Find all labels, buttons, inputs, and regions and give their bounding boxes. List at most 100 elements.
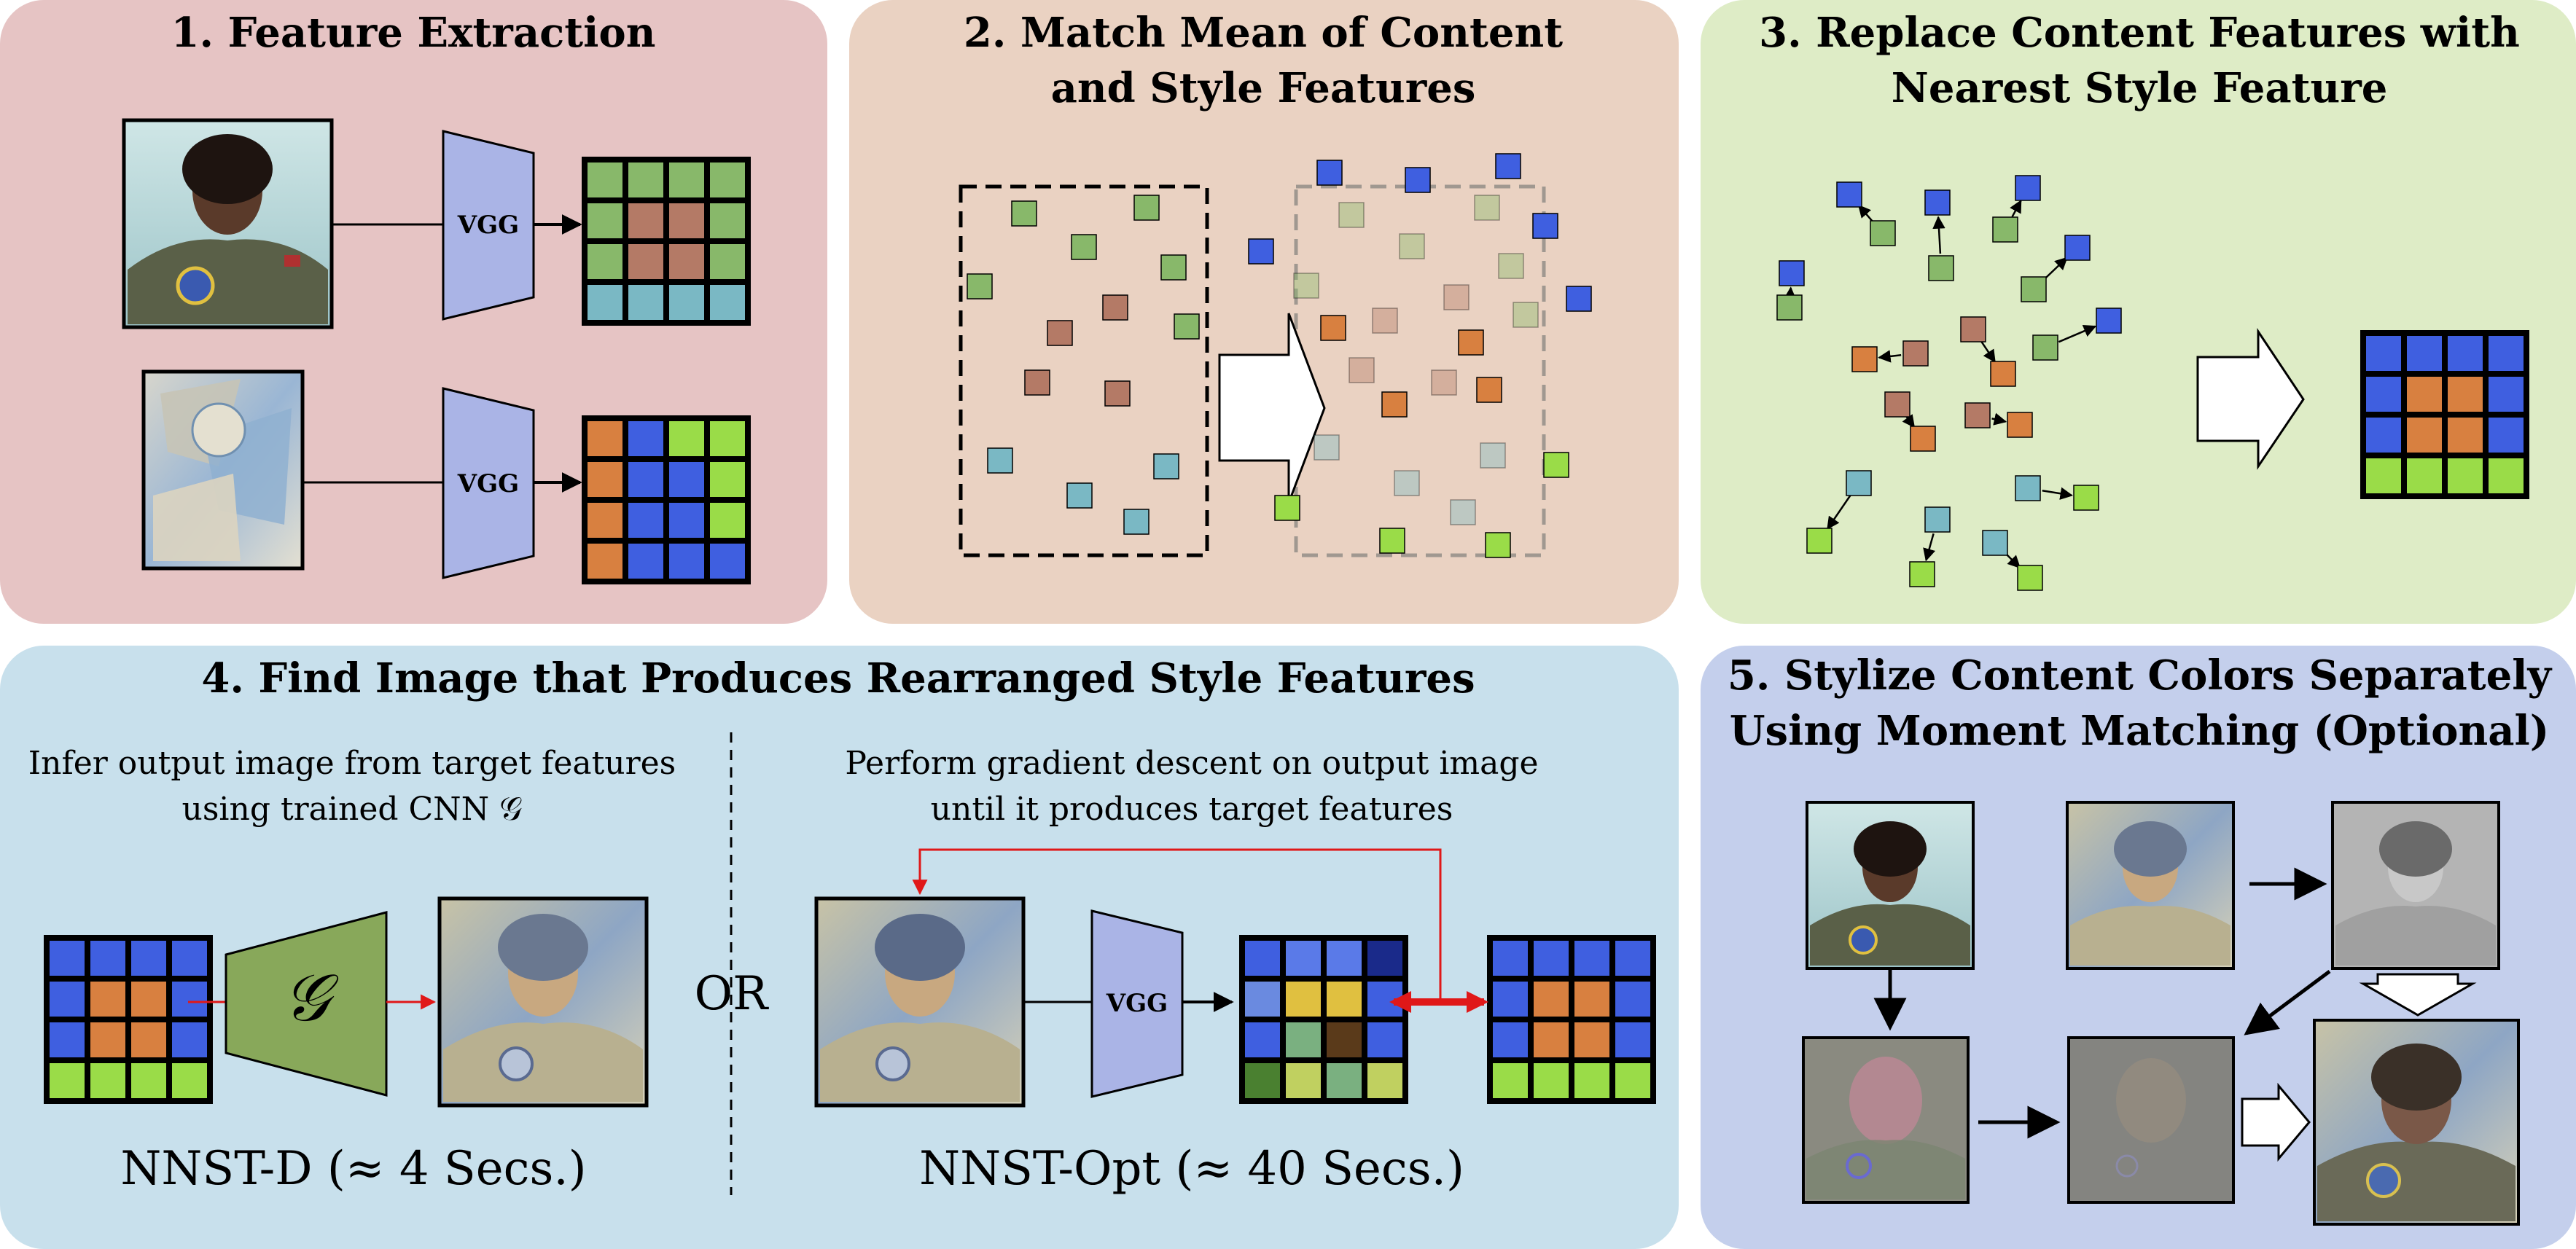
feature-square — [1394, 470, 1420, 496]
portrait-photo-icon — [122, 118, 334, 329]
feature-cell — [2407, 458, 2442, 493]
feature-cell — [710, 503, 745, 538]
vgg-block — [442, 130, 535, 321]
feature-cell — [1574, 1063, 1609, 1098]
feature-cell — [2407, 418, 2442, 453]
feature-cell — [1367, 1063, 1402, 1098]
process-arrow — [2359, 973, 2477, 1017]
feature-square — [1450, 499, 1476, 525]
feature-cell — [1286, 982, 1321, 1017]
feature-cell — [1574, 941, 1609, 976]
feature-cell — [588, 544, 622, 579]
nearest-match-arrow — [2010, 200, 2022, 218]
feature-cell — [1367, 941, 1402, 976]
generator-block — [225, 911, 388, 1097]
feature-cell — [710, 203, 745, 238]
feature-cell — [90, 1063, 125, 1098]
style-feature-square — [2015, 175, 2041, 201]
feature-cell — [131, 941, 166, 976]
style-feature-square — [1909, 561, 1935, 587]
feature-square — [1485, 532, 1511, 558]
feature-cell — [1615, 1063, 1650, 1098]
cubist-painting-icon — [141, 369, 305, 571]
feature-cell — [669, 462, 704, 497]
feature-cell — [628, 503, 663, 538]
style-feature-square — [1990, 361, 2016, 387]
feature-square — [1476, 377, 1502, 403]
vgg-block — [1090, 909, 1184, 1098]
content-feature-square — [1928, 255, 1954, 281]
panel-3-title-line-2: Nearest Style Feature — [1892, 64, 2388, 112]
style-feature-square — [2017, 565, 2043, 591]
feature-square — [1102, 294, 1128, 321]
feature-grid-style — [582, 415, 751, 584]
feature-cell — [2489, 458, 2524, 493]
feature-cell — [1534, 1063, 1569, 1098]
stylized-portrait-icon — [2066, 801, 2235, 970]
feature-cell — [588, 203, 622, 238]
feature-cell — [669, 421, 704, 456]
nearest-match-arrow — [1923, 533, 1936, 562]
feature-cell — [2407, 336, 2442, 371]
feature-cell — [588, 503, 622, 538]
content-color-layer-icon — [1802, 1036, 1970, 1204]
feature-square — [1153, 453, 1179, 479]
feature-cell — [2448, 377, 2483, 412]
feature-cell — [669, 285, 704, 320]
feature-cell — [1615, 982, 1650, 1017]
feature-square — [1293, 273, 1319, 299]
feature-cell — [50, 941, 85, 976]
nearest-match-arrow — [2058, 324, 2097, 343]
feature-square — [1474, 195, 1500, 221]
feature-cell — [131, 1022, 166, 1057]
feature-grid-current — [1239, 935, 1408, 1104]
feature-cell — [172, 982, 207, 1017]
feature-square — [1480, 442, 1506, 469]
gradient-feedback-arrow — [912, 848, 1442, 1002]
feature-square — [1160, 254, 1187, 281]
nearest-match-arrow — [1991, 412, 2007, 426]
content-feature-square — [2032, 334, 2058, 361]
feature-square — [1532, 213, 1558, 239]
feature-square — [1372, 308, 1398, 334]
style-feature-square — [1806, 528, 1833, 554]
style-feature-square — [2007, 412, 2033, 438]
style-feature-square — [2096, 308, 2122, 334]
content-feature-square — [1992, 216, 2018, 243]
feature-cell — [1327, 1022, 1362, 1057]
feature-cell — [1534, 1022, 1569, 1057]
content-feature-square — [1924, 506, 1951, 533]
feature-cell — [1615, 1022, 1650, 1057]
panel-1-title: 1. Feature Extraction — [171, 9, 656, 57]
vgg-block — [442, 387, 535, 579]
feature-square — [1405, 167, 1431, 193]
feature-cell — [2448, 458, 2483, 493]
feature-cell — [1245, 982, 1280, 1017]
panel-3-feature-pairs — [1776, 175, 2122, 591]
feature-square — [1011, 200, 1037, 227]
portrait-photo-icon — [1806, 801, 1975, 970]
feature-cell — [2489, 336, 2524, 371]
method-right-label: NNST-Opt (≈ 40 Secs.) — [919, 1142, 1464, 1196]
content-feature-square — [1884, 391, 1910, 418]
feature-cell — [2366, 418, 2401, 453]
feature-cell — [1367, 1022, 1402, 1057]
feature-cell — [1493, 941, 1528, 976]
panel-2-feature-squares — [967, 153, 1592, 558]
nearest-match-arrow — [1857, 204, 1874, 223]
feature-grid-content — [582, 157, 751, 326]
feature-square — [1381, 391, 1408, 418]
left-description-line-1: Infer output image from target features — [28, 745, 676, 782]
style-feature-square — [1851, 346, 1878, 372]
feature-cell — [628, 244, 663, 279]
stylized-portrait-icon — [814, 896, 1026, 1108]
feature-cell — [90, 1022, 125, 1057]
feature-cell — [131, 982, 166, 1017]
arrow — [2244, 969, 2331, 1035]
feature-grid-target — [1487, 935, 1656, 1104]
feature-square — [1024, 369, 1050, 396]
feature-cell — [1245, 941, 1280, 976]
right-description-line-1: Perform gradient descent on output image — [845, 745, 1538, 782]
style-feature-square — [1836, 181, 1862, 208]
